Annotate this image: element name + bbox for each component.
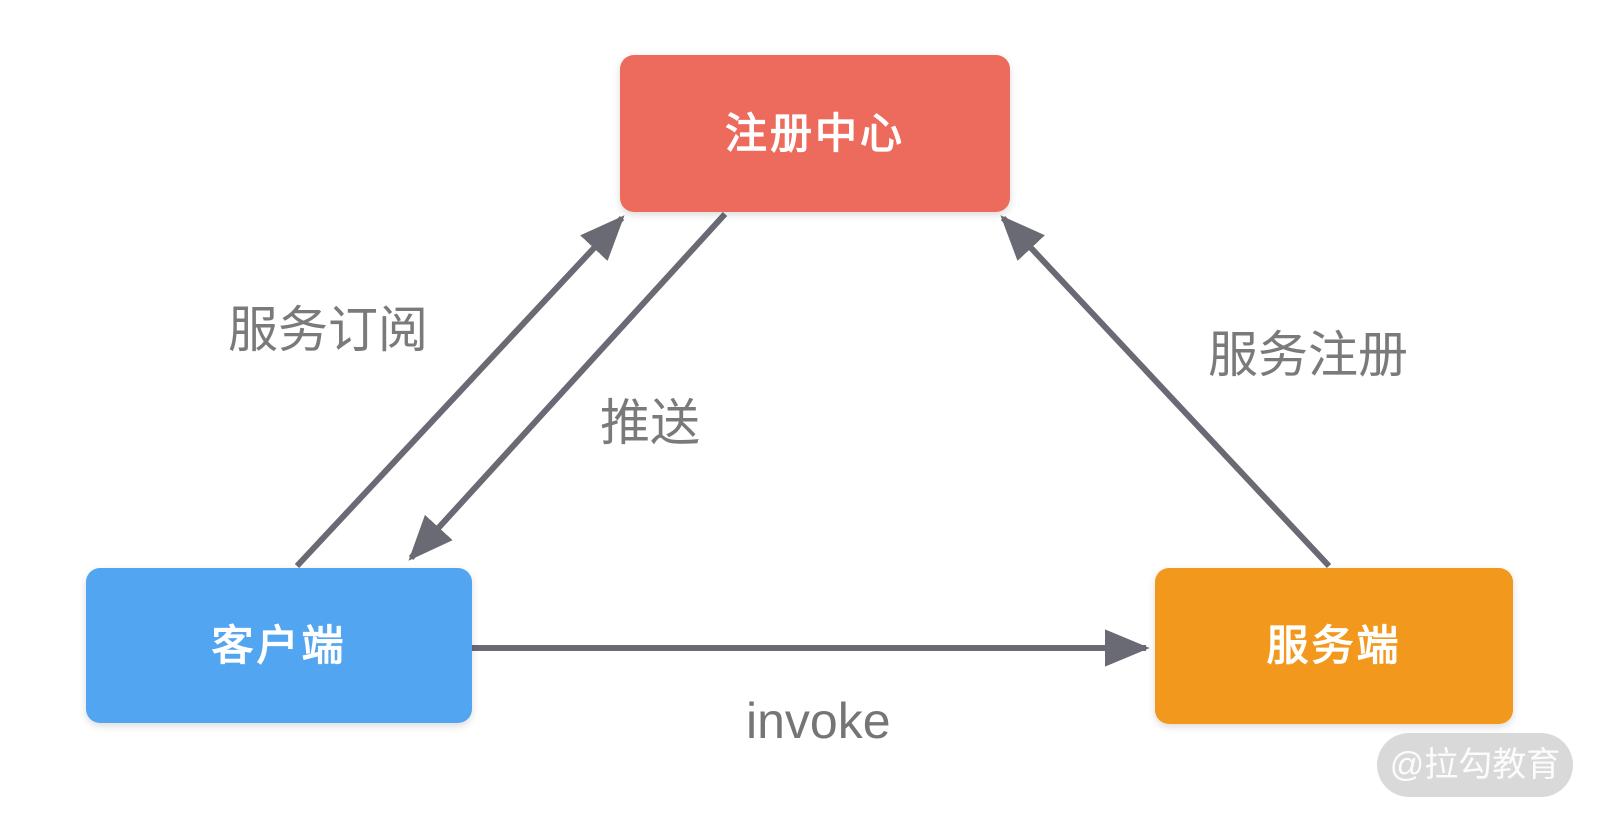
edge-service-subscribe-arrow [294, 215, 625, 569]
node-client-label: 客户端 [211, 621, 347, 669]
edge-push-arrow [408, 211, 728, 561]
edge-label-service-register: 服务注册 [1208, 327, 1408, 383]
node-client: 客户端 [86, 568, 472, 723]
watermark-badge: @拉勾教育 [1377, 733, 1573, 797]
node-server-label: 服务端 [1266, 622, 1402, 669]
node-server: 服务端 [1155, 568, 1513, 724]
node-registry-center: 注册中心 [620, 55, 1010, 212]
edge-label-invoke: invoke [746, 693, 891, 749]
edge-service-register-arrow [1000, 215, 1332, 569]
edge-label-push: 推送 [600, 395, 700, 451]
watermark-text: @拉勾教育 [1389, 746, 1561, 784]
node-registry-center-label: 注册中心 [724, 109, 905, 157]
edge-label-service-subscribe: 服务订阅 [228, 302, 428, 358]
